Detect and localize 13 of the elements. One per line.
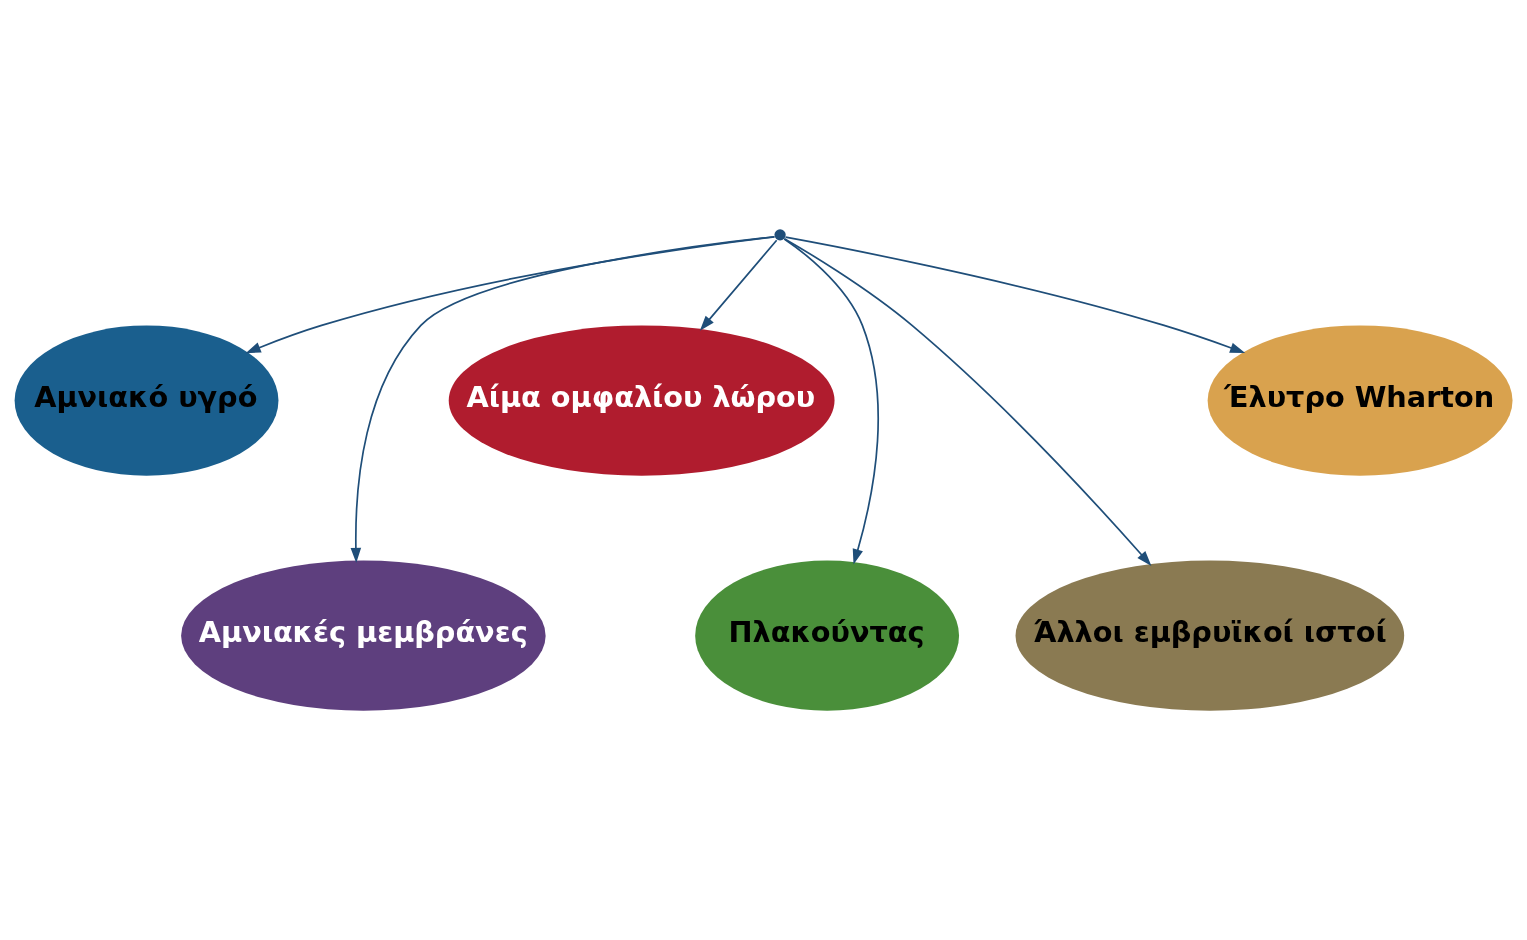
arrow xyxy=(784,236,1246,354)
node-ellipse: Αμνιακό υγρό xyxy=(14,325,279,476)
arrow xyxy=(783,237,1152,566)
arrow xyxy=(350,235,776,564)
node-ellipse: Αμνιακές μεμβράνες xyxy=(181,560,546,711)
node-ellipse: Έλυτρο Wharton xyxy=(1207,325,1513,476)
node-ellipse: Άλλοι εμβρυϊκοί ιστοί xyxy=(1015,560,1405,711)
arrow xyxy=(699,239,778,331)
node-ellipse: Αίμα ομφαλίου λώρου xyxy=(448,325,835,476)
node-point xyxy=(774,229,786,241)
node-ellipse: Πλακούντας xyxy=(695,560,960,711)
arrow xyxy=(245,235,776,354)
arrow xyxy=(783,238,880,565)
